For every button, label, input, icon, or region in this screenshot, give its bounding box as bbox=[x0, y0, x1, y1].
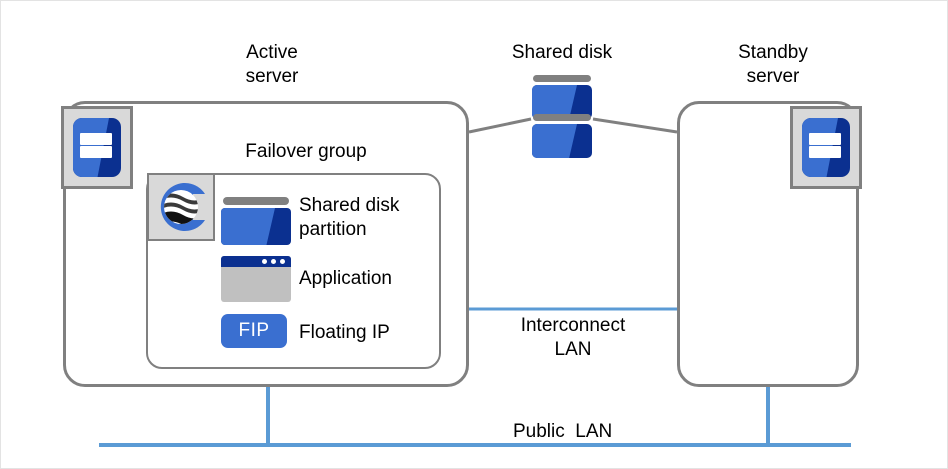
shared-disk-cap bbox=[533, 75, 591, 82]
resource-label-floating-ip: Floating IP bbox=[299, 322, 390, 343]
active-server-title-line1: Active bbox=[246, 42, 298, 63]
active-server-title: Active server bbox=[197, 41, 347, 90]
standby-server-title: Standby server bbox=[693, 41, 853, 90]
resource-label-line2: partition bbox=[299, 219, 367, 241]
cluster-logo-icon bbox=[147, 173, 215, 241]
cluster-logo-glyph bbox=[160, 183, 205, 231]
disk-body bbox=[221, 208, 291, 245]
server-unit-graphic bbox=[73, 118, 121, 177]
standby-server-icon bbox=[790, 106, 862, 189]
shared-disk-body bbox=[532, 124, 592, 158]
standby-server-title-line2: server bbox=[746, 66, 800, 88]
shared-disk-cap bbox=[533, 114, 591, 121]
standby-server-box[interactable] bbox=[677, 101, 859, 387]
active-server-icon bbox=[61, 106, 133, 189]
app-titlebar bbox=[221, 256, 291, 267]
resource-label-shared-disk-partition: Shared disk partition bbox=[299, 194, 434, 243]
app-dot bbox=[271, 259, 276, 264]
app-dot bbox=[280, 259, 285, 264]
disk-partition-icon bbox=[221, 197, 291, 245]
public-lan-label: Public LAN bbox=[513, 421, 613, 442]
standby-server-title-line1: Standby bbox=[738, 42, 808, 63]
interconnect-lan-label-line2: LAN bbox=[554, 339, 592, 361]
link-shared-disk-to-active bbox=[468, 117, 532, 134]
disk-cap bbox=[223, 197, 289, 205]
resource-label-line1: Shared disk bbox=[299, 195, 400, 216]
shared-disk-icon-upper bbox=[532, 75, 592, 119]
shared-disk-body bbox=[532, 85, 592, 119]
server-unit-graphic bbox=[802, 118, 850, 177]
server-slot-bar bbox=[808, 133, 842, 146]
active-server-box[interactable] bbox=[63, 101, 469, 387]
link-shared-disk-to-standby bbox=[592, 117, 678, 134]
fip-icon: FIP bbox=[221, 314, 287, 348]
resource-label-application: Application bbox=[299, 268, 392, 289]
server-slot-bar bbox=[79, 146, 113, 159]
server-slot-bar bbox=[808, 146, 842, 159]
failover-group-title: Failover group bbox=[245, 141, 367, 162]
application-window-icon bbox=[221, 256, 291, 302]
interconnect-lan-label-line1: Interconnect bbox=[520, 315, 626, 336]
failover-group-box[interactable] bbox=[146, 173, 441, 369]
app-dot bbox=[262, 259, 267, 264]
shared-disk-title: Shared disk bbox=[511, 42, 613, 63]
active-server-title-line2: server bbox=[245, 66, 299, 88]
shared-disk-icon-lower bbox=[532, 114, 592, 158]
server-slot-bar bbox=[79, 133, 113, 146]
